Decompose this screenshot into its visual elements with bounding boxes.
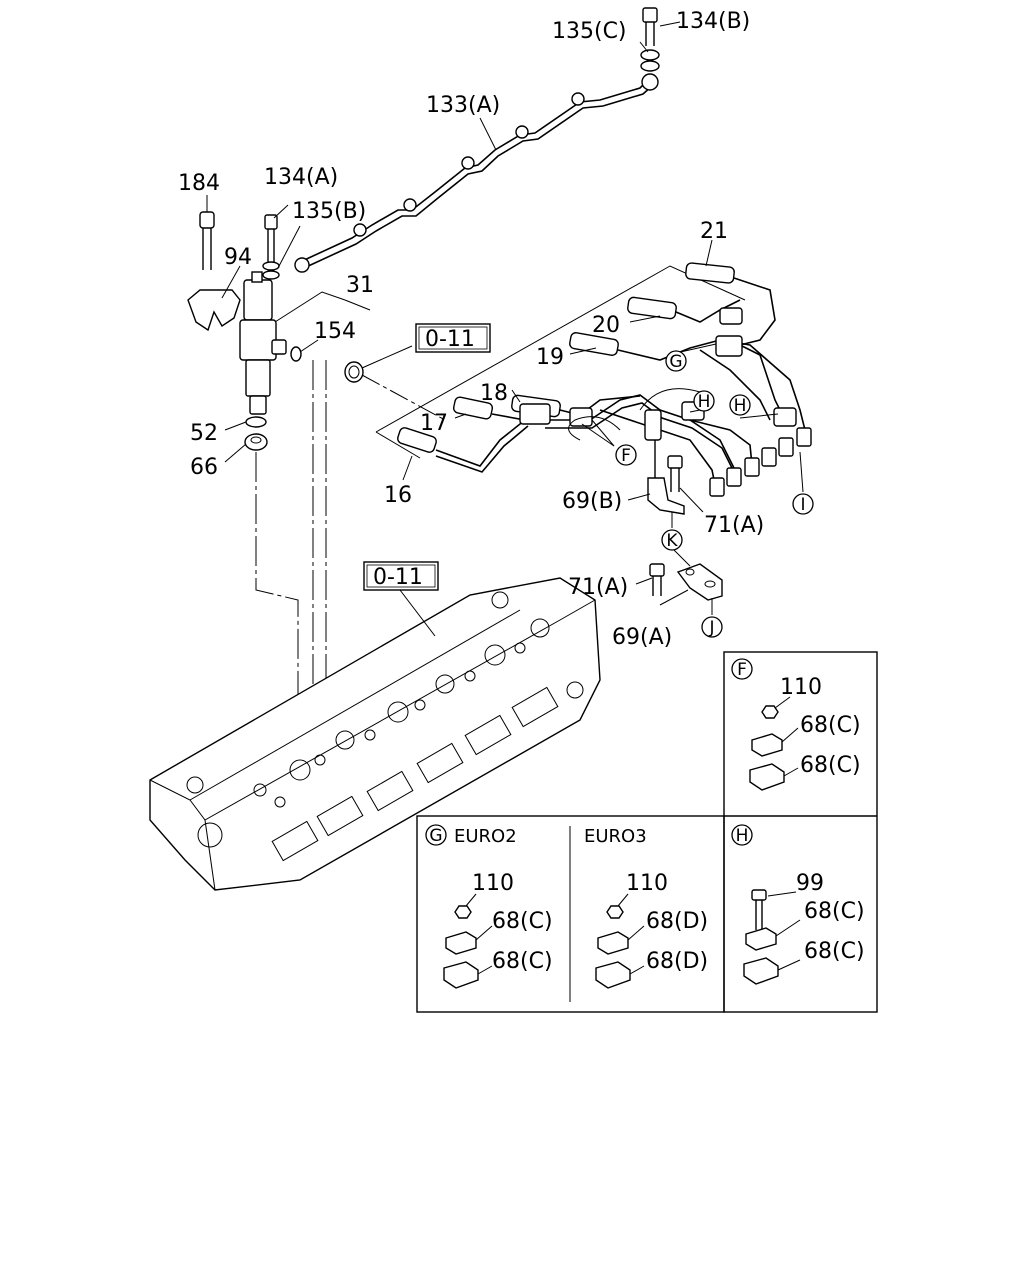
label-71a-1: 71(A) — [704, 513, 764, 538]
label-18: 18 — [480, 381, 508, 406]
head-holes — [186, 591, 584, 848]
callout-h-1: H — [693, 390, 715, 412]
valve-ports — [271, 686, 559, 862]
detail-f-68c-1: 68(C) — [800, 713, 861, 738]
label-17: 17 — [420, 411, 448, 436]
svg-text:F: F — [621, 446, 631, 466]
ref-box-0-11-a — [415, 323, 491, 353]
detail-h: H 99 68(C) 68(C) — [731, 824, 865, 985]
detail-h-99: 99 — [796, 871, 824, 896]
leaders-left — [206, 21, 681, 463]
detail-f: F 110 68(C) 68(C) — [731, 658, 861, 791]
callout-f: F — [615, 444, 637, 466]
bolt-134b — [640, 7, 660, 72]
label-134a: 134(A) — [264, 165, 338, 190]
bolt-71a-lower — [649, 563, 665, 596]
bolt-71a-upper — [667, 455, 683, 492]
detail-h-68c-1: 68(C) — [804, 899, 865, 924]
label-19: 19 — [536, 345, 564, 370]
detail-f-key: F — [737, 660, 747, 680]
label-21: 21 — [700, 219, 728, 244]
injector — [239, 271, 287, 415]
label-71a-2: 71(A) — [568, 575, 628, 600]
detail-g-euro3-68d-1: 68(D) — [646, 909, 708, 934]
detail-g-euro3: EURO3 — [584, 826, 647, 847]
stud-184 — [199, 211, 215, 270]
alignment-lines — [255, 360, 446, 760]
label-66: 66 — [190, 455, 218, 480]
label-0-11-a: 0-11 — [425, 327, 475, 352]
label-31: 31 — [346, 273, 374, 298]
bracket-69a — [676, 563, 723, 601]
label-20: 20 — [592, 313, 620, 338]
clamp-94 — [187, 289, 241, 332]
label-135c: 135(C) — [552, 19, 627, 44]
label-0-11-b: 0-11 — [373, 565, 423, 590]
callout-k: K — [661, 529, 683, 551]
detail-boxes — [416, 651, 878, 1013]
svg-text:K: K — [666, 531, 678, 551]
feed-pipe-133a — [294, 73, 659, 273]
bracket-69b — [647, 440, 685, 515]
detail-g-euro2-68c-1: 68(C) — [492, 909, 553, 934]
washer-66 — [244, 433, 268, 451]
detail-f-110: 110 — [780, 675, 822, 700]
detail-h-68c-2: 68(C) — [804, 939, 865, 964]
callout-j: J — [701, 616, 723, 638]
detail-g-euro3-68d-2: 68(D) — [646, 949, 708, 974]
detail-g-euro2-110: 110 — [472, 871, 514, 896]
detail-h-key: H — [736, 826, 749, 846]
injection-pipes — [397, 262, 812, 497]
detail-f-68c-2: 68(C) — [800, 753, 861, 778]
o-ring-154 — [290, 346, 302, 362]
detail-g: G EURO2 EURO3 110 68(C) 68(C) 110 68(D) … — [425, 824, 708, 989]
part-labels: 135(C) 134(B) 133(A) 184 134(A) 135(B) 9… — [178, 9, 764, 650]
label-69a: 69(A) — [612, 625, 672, 650]
label-16: 16 — [384, 483, 412, 508]
svg-text:H: H — [698, 392, 711, 412]
label-52: 52 — [190, 421, 218, 446]
detail-g-key: G — [429, 826, 442, 846]
label-133a: 133(A) — [426, 93, 500, 118]
svg-text:G: G — [669, 352, 682, 372]
svg-text:H: H — [734, 396, 747, 416]
bolt-134a — [262, 214, 280, 280]
detail-g-euro3-110: 110 — [626, 871, 668, 896]
label-184: 184 — [178, 171, 220, 196]
callout-h-2: H — [729, 394, 751, 416]
callout-i: I — [792, 493, 814, 515]
pipe-panel-outline — [375, 265, 746, 459]
seal-52 — [245, 416, 267, 428]
cylinder-head — [149, 577, 601, 891]
svg-text:J: J — [708, 618, 714, 638]
svg-text:I: I — [800, 495, 805, 515]
ref-box-0-11-b — [363, 561, 439, 637]
label-134b: 134(B) — [676, 9, 750, 34]
label-69b: 69(B) — [562, 489, 622, 514]
leaders-pipes — [402, 239, 804, 615]
seal-ring — [344, 361, 364, 383]
detail-g-euro2: EURO2 — [454, 826, 517, 847]
callouts: G H H F I K J — [615, 350, 814, 638]
detail-g-euro2-68c-2: 68(C) — [492, 949, 553, 974]
callout-g: G — [665, 350, 687, 372]
label-135b: 135(B) — [292, 199, 366, 224]
label-154: 154 — [314, 319, 356, 344]
label-94: 94 — [224, 245, 252, 270]
